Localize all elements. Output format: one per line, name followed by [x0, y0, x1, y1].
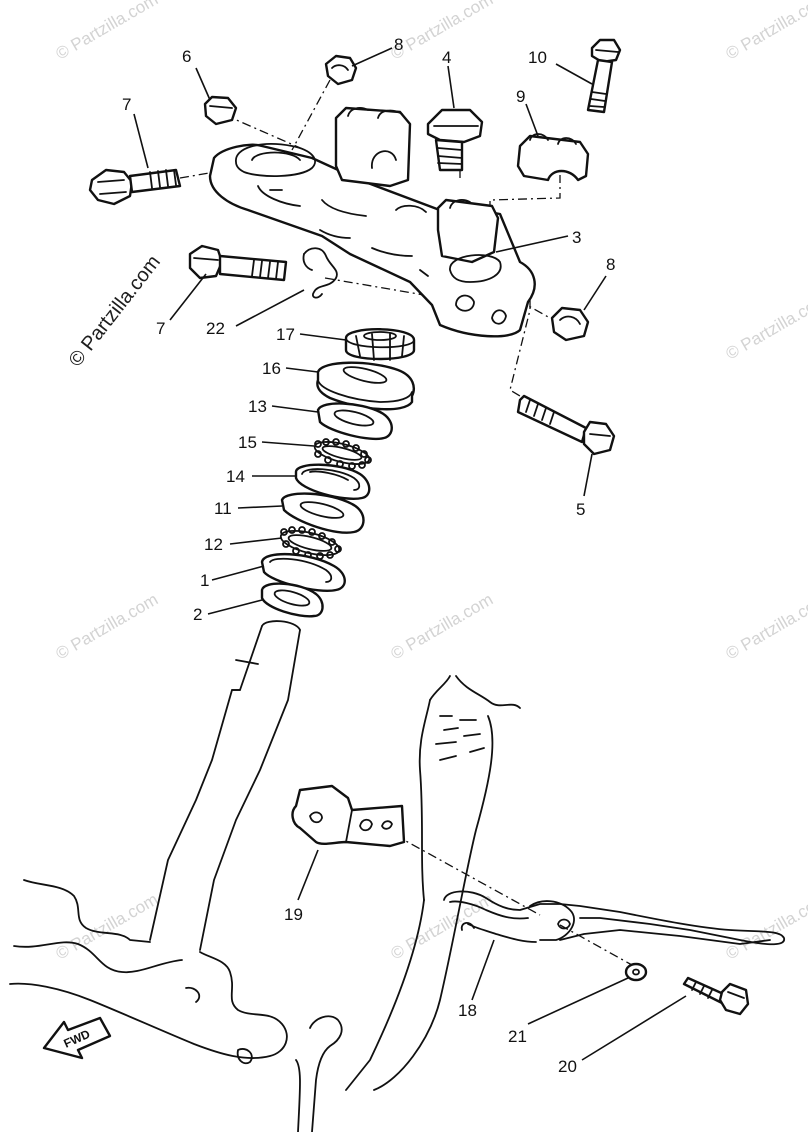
label-5: 5 [576, 500, 585, 519]
label-13: 13 [248, 397, 267, 416]
label-7-lower: 7 [156, 319, 165, 338]
callout-labels: 6 7 8 4 10 9 3 8 7 22 17 16 13 15 14 11 … [122, 35, 615, 1076]
label-18: 18 [458, 1001, 477, 1020]
watermark: © Partzilla.com [388, 890, 497, 964]
clamp-part-9 [516, 133, 590, 182]
nut-part-6 [203, 95, 238, 126]
race-part-14 [294, 463, 371, 500]
washer-part-11 [280, 492, 365, 534]
label-2: 2 [193, 605, 202, 624]
label-8-upper: 8 [394, 35, 403, 54]
bolt-part-10 [586, 38, 622, 114]
nut-part-8-upper [324, 54, 358, 86]
label-16: 16 [262, 359, 281, 378]
watermark: © Partzilla.com [53, 590, 162, 664]
race-part-13 [316, 402, 393, 441]
watermark: © Partzilla.com [53, 0, 162, 63]
watermark: © Partzilla.com [723, 290, 808, 364]
label-14: 14 [226, 467, 245, 486]
fwd-direction-marker: FWD [42, 1016, 112, 1060]
seal-part-2 [260, 582, 324, 618]
watermark: © Partzilla.com [723, 0, 808, 63]
cable-guide-part-18 [443, 890, 785, 946]
bolt-part-5 [516, 394, 616, 456]
nut-part-8-right [550, 306, 590, 342]
label-20: 20 [558, 1057, 577, 1076]
label-19: 19 [284, 905, 303, 924]
upper-bracket-part-3 [208, 106, 536, 338]
fork-tube [345, 675, 521, 1091]
label-21: 21 [508, 1027, 527, 1046]
label-9: 9 [516, 87, 525, 106]
label-11: 11 [214, 499, 232, 518]
frame-tube [9, 879, 343, 1132]
bolt-part-7-lower [188, 244, 288, 282]
label-1: 1 [200, 571, 209, 590]
watermark: © Partzilla.com [723, 890, 808, 964]
label-4: 4 [442, 48, 451, 67]
label-10: 10 [528, 48, 547, 67]
label-8-right: 8 [606, 255, 615, 274]
steering-stem-shaft [149, 620, 301, 951]
watermark: © Partzilla.com [388, 590, 497, 664]
clip-part-22 [302, 247, 338, 299]
watermark-dark: © Partzilla.com [65, 251, 165, 371]
label-3: 3 [572, 228, 581, 247]
label-15: 15 [238, 433, 257, 452]
ring-nut-part-17 [344, 328, 416, 361]
label-6: 6 [182, 47, 191, 66]
ball-bearing-part-12 [279, 526, 342, 560]
label-22: 22 [206, 319, 225, 338]
bracket-part-19 [291, 784, 406, 848]
bolt-part-4 [426, 108, 484, 172]
washer-part-16 [316, 361, 415, 411]
watermark: © Partzilla.com [723, 590, 808, 664]
watermark: © Partzilla.com [53, 890, 162, 964]
watermark-layer: © Partzilla.com © Partzilla.com © Partzi… [53, 0, 808, 963]
label-12: 12 [204, 535, 223, 554]
bolt-part-7-upper [88, 168, 182, 206]
steering-stack [260, 328, 416, 618]
label-7-upper: 7 [122, 95, 131, 114]
label-17: 17 [276, 325, 295, 344]
bolt-part-20 [682, 976, 750, 1016]
leader-lines [133, 47, 687, 1061]
washer-part-21 [624, 962, 648, 982]
